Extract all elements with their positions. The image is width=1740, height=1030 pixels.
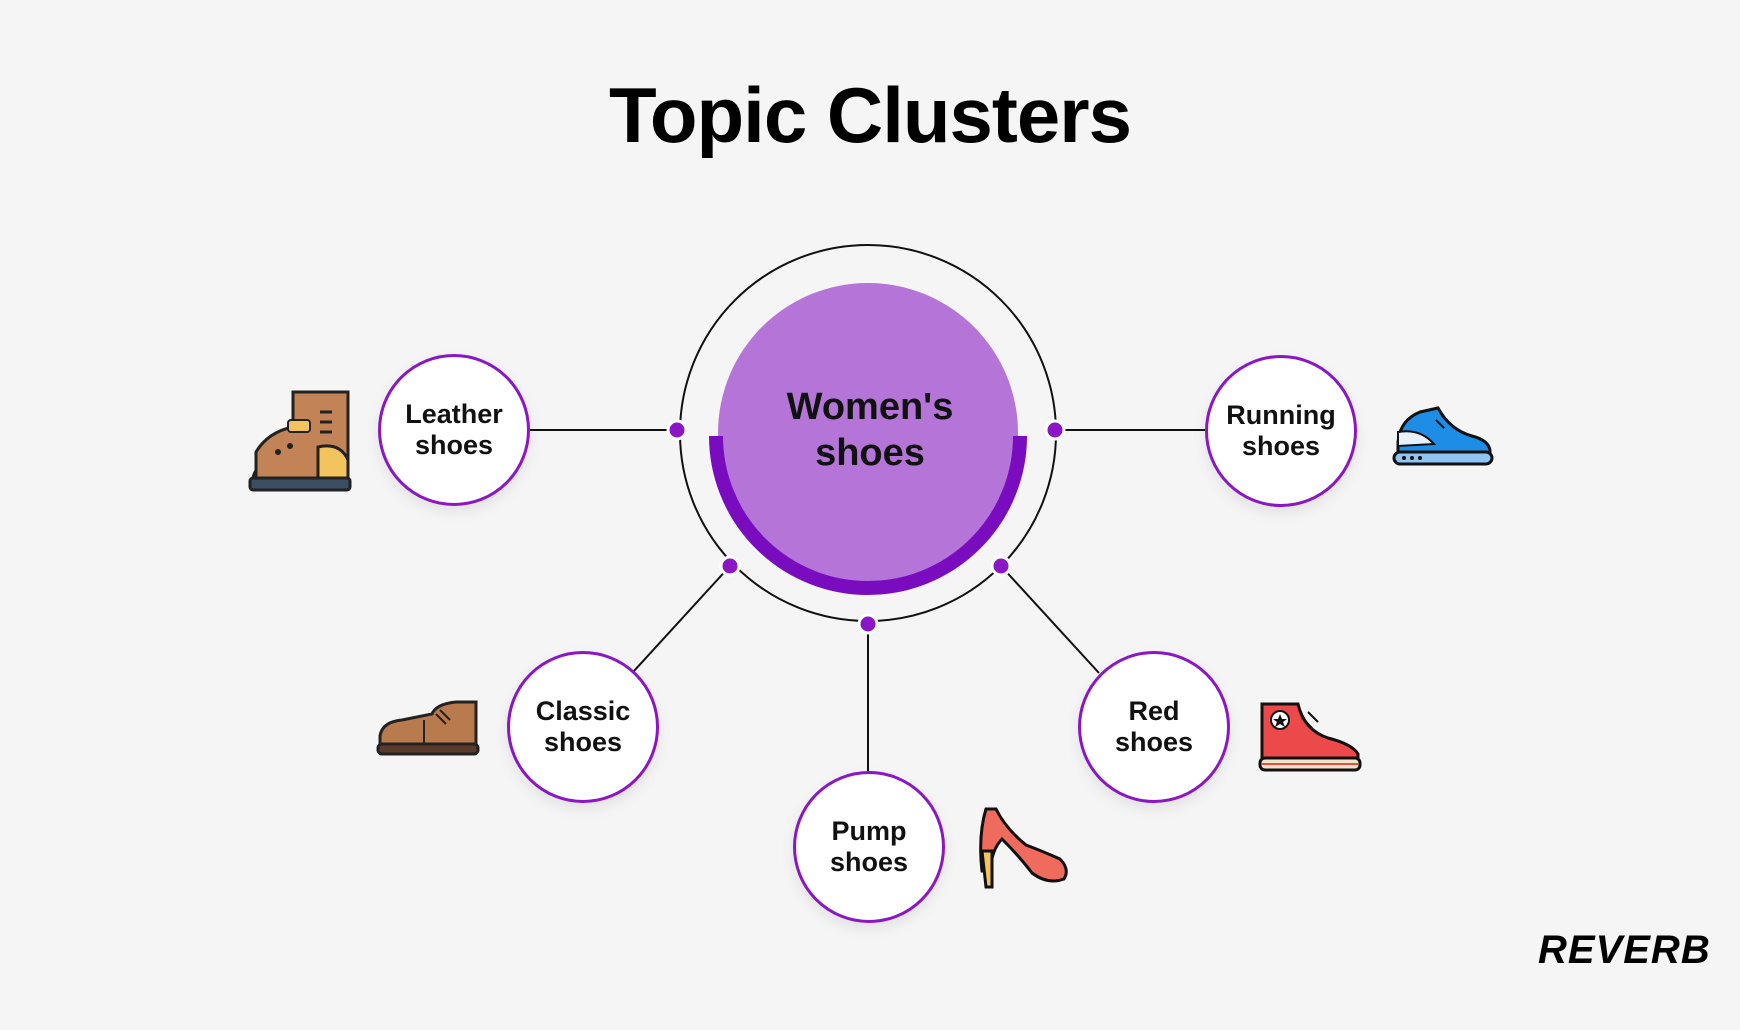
cluster-node-label: shoes [543,727,623,757]
center-topic-line2: shoes [815,431,925,474]
high-top-sneaker-icon [1258,702,1362,772]
dot-leather [666,419,688,441]
connector-classic [633,565,731,672]
center-circle [718,283,1018,583]
sneaker-icon [1392,406,1494,466]
cluster-node-label: shoes [414,430,494,460]
cluster-node-running: Running shoes [1205,355,1357,507]
dot-running [1044,419,1066,441]
cluster-node-classic: Classic shoes [507,651,659,803]
oxford-shoe-icon [376,700,480,756]
center-topic-label: Women's shoes [710,385,1030,476]
high-heel-icon [979,807,1068,889]
boot-icon [248,390,352,492]
connector-red [1000,565,1100,674]
cluster-node-red: Red shoes [1078,651,1230,803]
cluster-node-label: shoes [1241,431,1321,461]
center-topic-line1: Women's [786,386,954,428]
cluster-node-leather: Leather shoes [378,354,530,506]
cluster-node-label: Leather [405,398,503,429]
cluster-node-label: shoes [829,847,909,877]
cluster-node-label: Red [1128,695,1180,726]
cluster-node-label: Running [1226,399,1336,430]
page-title: Topic Clusters [609,71,1132,159]
cluster-node-label: Pump [831,815,907,846]
brand-logo: REVERB [1538,928,1711,972]
cluster-node-label: shoes [1114,727,1194,757]
dot-red [990,555,1012,577]
dot-classic [719,555,741,577]
dot-pump [857,613,879,635]
cluster-node-pump: Pump shoes [793,771,945,923]
cluster-node-label: Classic [535,695,631,726]
center-accent-arc [709,435,1027,595]
